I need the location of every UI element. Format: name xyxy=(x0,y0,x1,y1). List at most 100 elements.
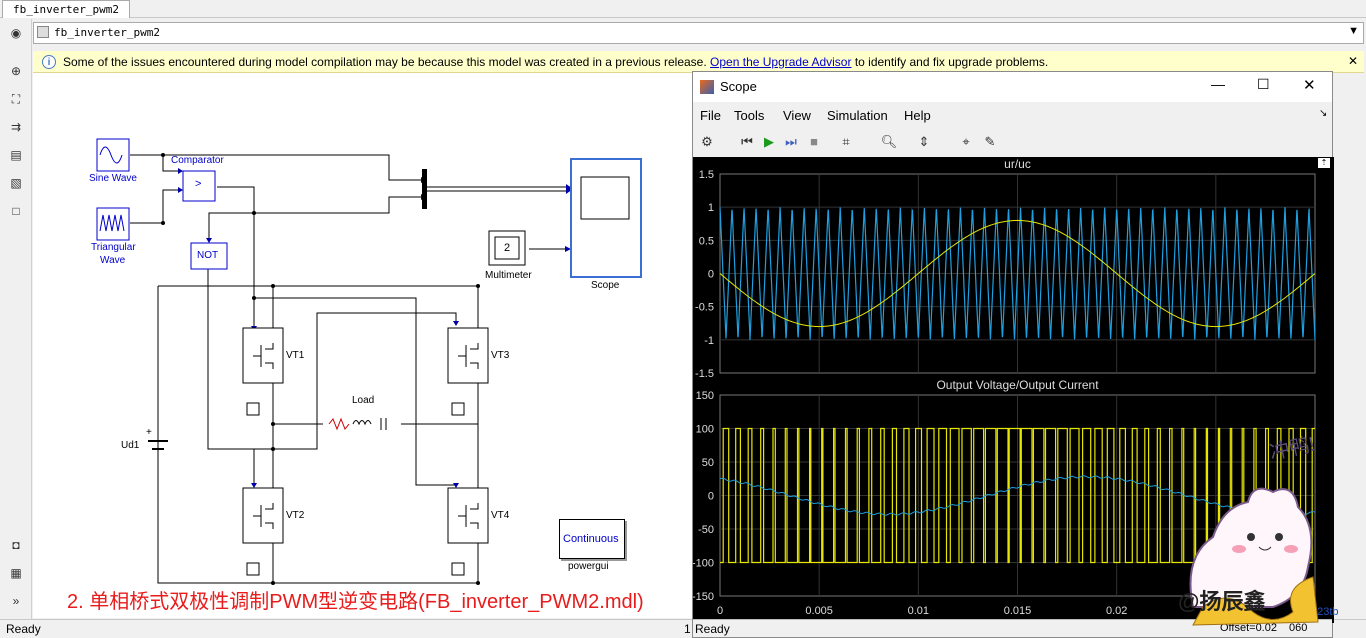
zoom-in-icon[interactable]: 🔍︎ xyxy=(880,134,898,149)
carrier-wave-series xyxy=(719,207,1316,340)
scope-status-time: 060 xyxy=(1289,622,1308,634)
status-number: 1 xyxy=(684,622,691,636)
scope-window[interactable]: Scope — ☐ ✕ File Tools View Simulation H… xyxy=(692,71,1339,638)
minimize-icon[interactable]: — xyxy=(1211,76,1225,92)
scope-status-extra: e23tb xyxy=(1311,606,1339,618)
warning-message-end: to identify and fix upgrade problems. xyxy=(854,55,1049,69)
model-tab[interactable]: fb_inverter_pwm2 xyxy=(2,0,130,18)
sine-wave-label: Sine Wave xyxy=(89,173,137,184)
fit-view-icon[interactable]: ⛶ xyxy=(11,92,21,106)
upgrade-advisor-link[interactable]: Open the Upgrade Advisor xyxy=(710,55,852,69)
scope-status-offset: Offset=0.02 xyxy=(1220,622,1277,634)
plot2-ytick: 0 xyxy=(708,491,714,503)
zoom-icon[interactable]: ⊕ xyxy=(10,64,22,78)
run-icon[interactable]: ▶ xyxy=(764,134,774,149)
xtick-label: 0.005 xyxy=(805,605,833,617)
vt3-label: VT3 xyxy=(491,350,510,361)
annotation-icon[interactable]: ▤ xyxy=(10,148,22,162)
reference-sine-series xyxy=(719,219,1316,328)
warning-banner: i Some of the issues encountered during … xyxy=(33,51,1364,73)
back-icon[interactable]: ◉ xyxy=(10,26,22,40)
vt2-label: VT2 xyxy=(286,510,305,521)
xtick-label: 0.015 xyxy=(1004,605,1032,617)
matlab-icon xyxy=(700,80,714,94)
undock-icon[interactable]: ⇡ xyxy=(1318,158,1330,168)
menu-file[interactable]: File xyxy=(700,108,721,123)
menu-tools[interactable]: Tools xyxy=(734,108,765,123)
scope-block-label: Scope xyxy=(591,280,620,291)
warning-text: Some of the issues encountered during mo… xyxy=(63,55,1048,69)
scope-status-bar: Ready Offset=0.02 060 e23tb xyxy=(693,606,1339,637)
measure-icon[interactable]: ✎ xyxy=(984,134,996,149)
plot1-title: ur/uc xyxy=(1004,157,1031,171)
settings-icon[interactable]: ⚙ xyxy=(701,134,713,149)
camera-icon[interactable]: ◘ xyxy=(12,538,20,552)
plot1-ytick: -0.5 xyxy=(695,302,714,314)
comparator-symbol: > xyxy=(195,178,202,190)
plot2-title: Output Voltage/Output Current xyxy=(936,378,1099,392)
step-forward-icon[interactable]: ⏭ xyxy=(785,134,797,149)
tab-bar: fb_inverter_pwm2 xyxy=(0,0,1366,18)
arrow-icon[interactable]: ⇉ xyxy=(10,120,22,134)
plot1-ytick: 0.5 xyxy=(699,235,714,247)
model-canvas[interactable]: Sine Wave Triangular Wave Comparator > N… xyxy=(33,73,693,618)
output-voltage-series xyxy=(720,427,1315,564)
menu-simulation[interactable]: Simulation xyxy=(827,108,888,123)
vt4-label: VT4 xyxy=(491,510,510,521)
xtick-label: 0 xyxy=(717,605,723,617)
step-back-icon[interactable]: ⏮ xyxy=(741,134,753,149)
stop-icon[interactable]: ■ xyxy=(810,134,818,149)
model-icon xyxy=(37,26,49,38)
load-label: Load xyxy=(352,395,375,406)
menu-help[interactable]: Help xyxy=(904,108,931,123)
battery-plus-label: + xyxy=(146,427,152,438)
plot1-ytick: -1 xyxy=(704,335,714,347)
plot1-ytick: 1.5 xyxy=(699,169,714,181)
close-icon[interactable]: ✕ xyxy=(1347,54,1358,68)
plot2-ytick: -100 xyxy=(693,558,714,570)
scope-title-bar: Scope — ☐ ✕ xyxy=(693,72,1332,102)
watermark: @扬辰鑫 xyxy=(1178,589,1266,614)
left-toolbar: ◉ ⊕ ⛶ ⇉ ▤ ▧ □ ◘ ▦ » xyxy=(0,19,32,619)
multimeter-label: Multimeter xyxy=(485,270,532,281)
scope-title: Scope xyxy=(720,79,757,94)
highlight-icon[interactable]: ⌗ xyxy=(842,134,850,149)
scope-status-ready: Ready xyxy=(695,622,730,636)
cursor-icon[interactable]: ⌖ xyxy=(962,134,970,149)
triangular-wave-label: Triangular xyxy=(91,242,136,253)
plot1-ytick: 1 xyxy=(708,202,714,214)
dock-arrow-icon[interactable]: ↘ xyxy=(1319,108,1328,119)
plot2-ytick: 150 xyxy=(696,390,714,402)
menu-view[interactable]: View xyxy=(783,108,811,123)
powergui-block[interactable]: Continuous xyxy=(559,519,625,559)
comparator-label: Comparator xyxy=(171,155,224,166)
not-block-label: NOT xyxy=(197,250,219,261)
figure-caption: 2. 单相桥式双极性调制PWM型逆变电路(FB_inverter_PWM2.md… xyxy=(67,591,644,613)
explorer-icon[interactable]: ▦ xyxy=(10,566,22,580)
close-window-icon[interactable]: ✕ xyxy=(1303,77,1316,94)
model-diagram xyxy=(96,138,642,585)
image-icon[interactable]: ▧ xyxy=(10,176,22,190)
xtick-label: 0.02 xyxy=(1106,605,1127,617)
triangular-wave-label-2: Wave xyxy=(100,255,126,266)
plot2-ytick: 50 xyxy=(702,457,714,469)
dropdown-icon[interactable]: ▼ xyxy=(1348,25,1359,37)
address-bar[interactable]: fb_inverter_pwm2 ▼ xyxy=(33,22,1364,44)
address-path: fb_inverter_pwm2 xyxy=(54,26,160,39)
vt1-label: VT1 xyxy=(286,350,305,361)
warning-message: Some of the issues encountered during mo… xyxy=(63,55,707,69)
plot1-ytick: -1.5 xyxy=(695,368,714,380)
maximize-icon[interactable]: ☐ xyxy=(1257,76,1270,92)
plot2-ytick: 100 xyxy=(696,424,714,436)
ud1-label: Ud1 xyxy=(121,440,140,451)
autoscale-icon[interactable]: ⇕ xyxy=(918,134,930,149)
expand-icon[interactable]: » xyxy=(12,594,20,608)
plot2-ytick: -150 xyxy=(693,591,714,603)
info-icon: i xyxy=(42,55,56,69)
plot1-ytick: 0 xyxy=(708,269,714,281)
area-icon[interactable]: □ xyxy=(12,204,20,218)
xtick-label: 0.01 xyxy=(908,605,929,617)
status-ready: Ready xyxy=(6,622,41,636)
